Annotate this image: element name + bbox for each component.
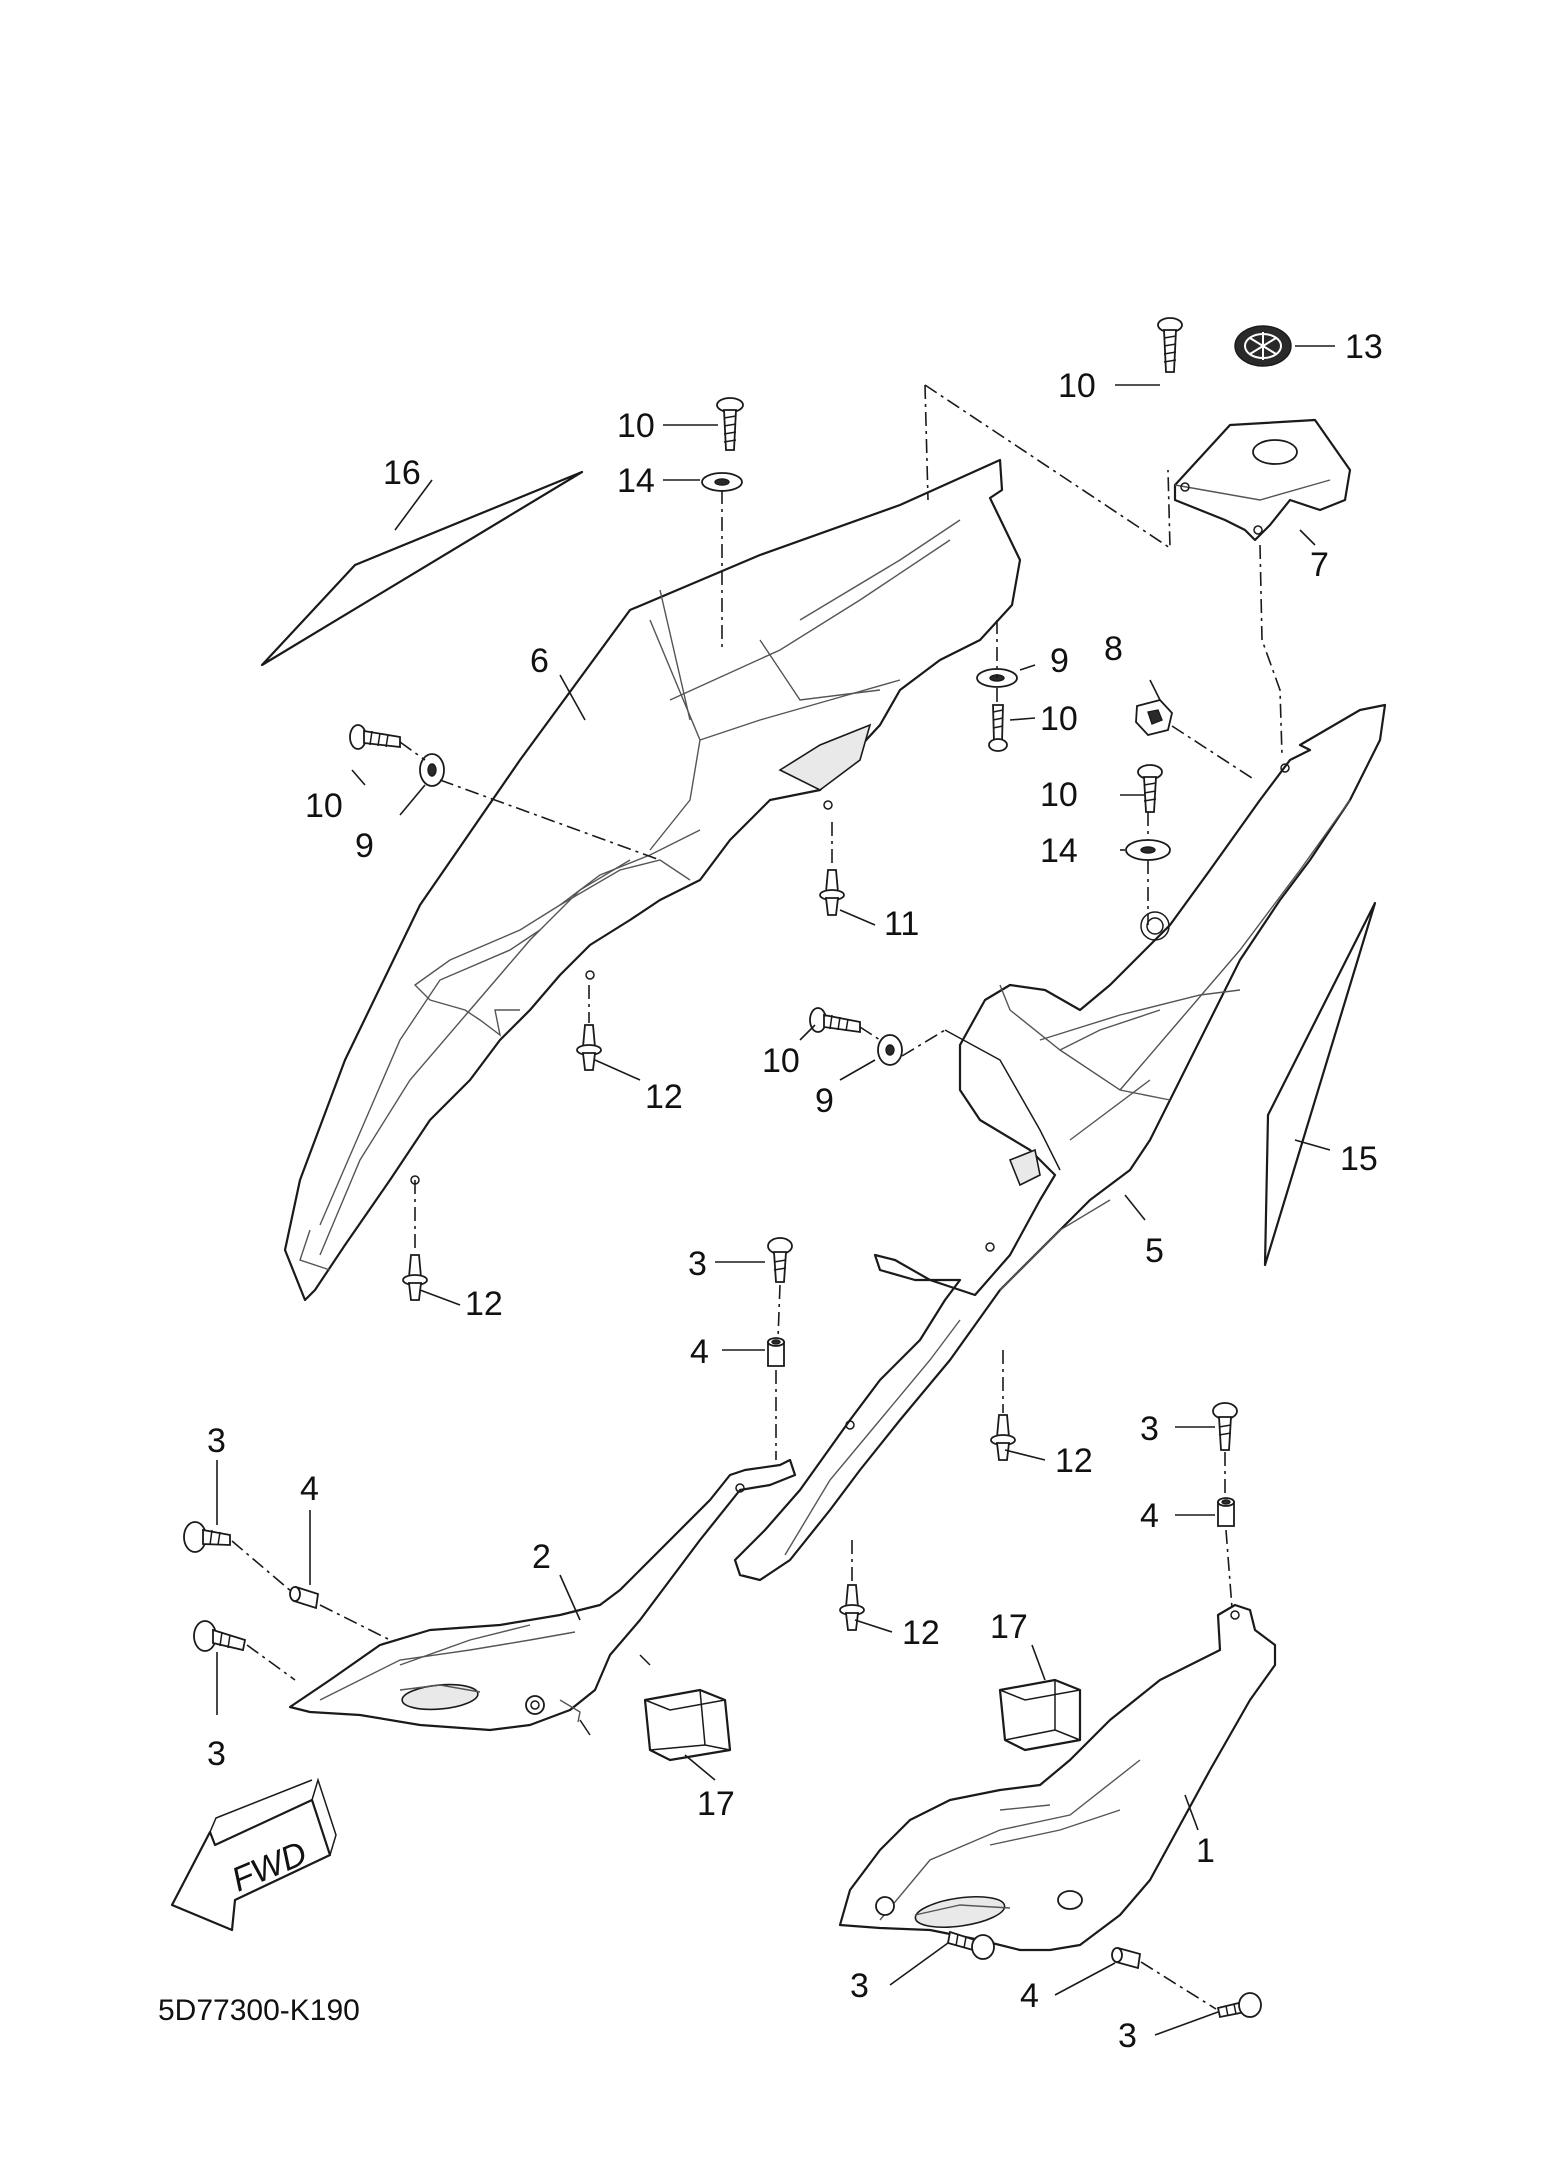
- callout-5: 5: [1145, 1232, 1164, 1270]
- lower-cover-2: [288, 1458, 797, 1736]
- callout-10-mid: 10: [1040, 700, 1078, 738]
- collar-4-bottom: [1111, 1946, 1142, 1970]
- screw-10-mid: [988, 704, 1008, 752]
- nut-8: [1135, 698, 1173, 737]
- callout-3-left-upper: 3: [207, 1422, 226, 1460]
- callout-10-top: 10: [617, 407, 655, 445]
- screw-10-top: [716, 397, 744, 451]
- callout-12-d: 12: [902, 1614, 940, 1652]
- bolt-3-center: [767, 1237, 793, 1283]
- callout-8: 8: [1104, 630, 1123, 668]
- bolt-3-right: [1212, 1402, 1238, 1451]
- callout-1: 1: [1196, 1832, 1215, 1870]
- callout-4-bottom: 4: [1020, 1977, 1039, 2015]
- assembly-lines: [231, 384, 1283, 2010]
- callout-15: 15: [1340, 1140, 1378, 1178]
- callout-14-right: 14: [1040, 832, 1078, 870]
- rivet-11: [819, 869, 845, 916]
- decal-15: [1263, 901, 1377, 1267]
- callout-12-a: 12: [645, 1078, 683, 1116]
- callout-14-top: 14: [617, 462, 655, 500]
- bolt-3-bottom-left: [946, 1930, 995, 1960]
- side-cover-left-6: [283, 458, 1022, 1302]
- callout-12-c: 12: [1055, 1442, 1093, 1480]
- callout-3-bottom-left: 3: [850, 1967, 869, 2005]
- callout-3-right: 3: [1140, 1410, 1159, 1448]
- bolt-3-left-lower: [193, 1620, 247, 1652]
- leader-lines: [216, 345, 1335, 2036]
- callout-11: 11: [884, 905, 919, 943]
- rivet-12-c: [990, 1414, 1016, 1461]
- screw-10-center: [809, 1007, 861, 1034]
- callout-9-center: 9: [815, 1082, 834, 1120]
- bracket-7: [1173, 418, 1352, 542]
- callout-4-center: 4: [690, 1333, 709, 1371]
- rivet-12-b: [402, 1254, 428, 1301]
- hardware: [183, 317, 1262, 2019]
- decal-16: [260, 470, 584, 667]
- fwd-arrow: FWD: [170, 1777, 337, 1932]
- bolt-3-bottom-right: [1216, 1992, 1262, 2019]
- callout-17-right: 17: [990, 1608, 1028, 1646]
- callout-3-center: 3: [688, 1245, 707, 1283]
- rivet-12-a: [576, 1024, 602, 1071]
- callout-12-b: 12: [465, 1285, 503, 1323]
- collar-4-left: [289, 1585, 319, 1610]
- damper-17-left: [643, 1688, 732, 1762]
- callout-9-left: 9: [355, 827, 374, 865]
- callout-10-center: 10: [762, 1042, 800, 1080]
- screw-10-left: [349, 724, 401, 750]
- callout-6: 6: [530, 642, 549, 680]
- callout-16: 16: [383, 454, 421, 492]
- callout-10-left: 10: [305, 787, 343, 825]
- bolt-3-left-upper: [183, 1521, 231, 1553]
- callout-13: 13: [1345, 328, 1383, 366]
- callout-17-left: 17: [697, 1785, 735, 1823]
- callout-3-left-lower: 3: [207, 1735, 226, 1773]
- drawing-code: 5D77300-K190: [158, 1994, 360, 2027]
- callout-4-right: 4: [1140, 1497, 1159, 1535]
- rivet-12-d: [839, 1584, 865, 1631]
- collar-4-center: [767, 1337, 785, 1367]
- callout-9-mid: 9: [1050, 642, 1069, 680]
- collar-4-right: [1217, 1497, 1235, 1527]
- damper-17-right: [998, 1678, 1082, 1752]
- side-cover-right-5: [733, 703, 1387, 1582]
- callout-10-topright: 10: [1058, 367, 1096, 405]
- screw-10-right: [1137, 764, 1163, 813]
- callout-7: 7: [1310, 546, 1329, 584]
- callout-4-left: 4: [300, 1470, 319, 1508]
- emblem-13: [1234, 325, 1292, 367]
- callout-3-bottom-right: 3: [1118, 2017, 1137, 2055]
- lower-cover-1: [838, 1603, 1277, 1952]
- screw-10-topright: [1157, 317, 1183, 373]
- callouts: 13 10 10 14 16 7 6 8 9 10 10 14 10 9 11 …: [207, 328, 1383, 2055]
- callout-2: 2: [532, 1538, 551, 1576]
- callout-10-right: 10: [1040, 776, 1078, 814]
